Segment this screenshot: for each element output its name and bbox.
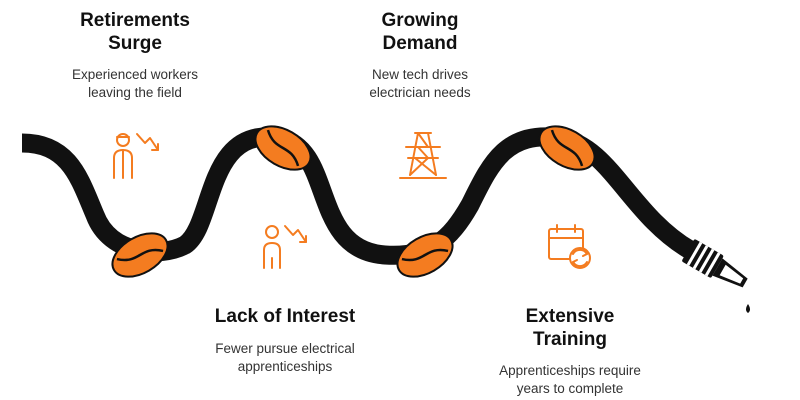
step-2-description-line-1: New tech drives bbox=[371, 67, 469, 82]
step-1-description: Experienced workers leaving the field bbox=[40, 66, 230, 102]
step-1-heading-line-2: Surge bbox=[108, 33, 162, 54]
step-1-heading-line-1: Retirements bbox=[80, 10, 190, 31]
calendar-cycle-icon bbox=[548, 224, 591, 269]
step-3-description: Fewer pursue electrical apprenticeships bbox=[185, 340, 385, 376]
step-3-description-line-1: Fewer pursue electrical bbox=[215, 341, 355, 356]
knot-2 bbox=[254, 125, 312, 171]
step-4-heading: Extensive Training bbox=[470, 305, 670, 351]
step-1-heading: Retirements Surge bbox=[40, 9, 230, 55]
step-2-heading: Growing Demand bbox=[325, 9, 515, 55]
step-2-description-line-2: electrician needs bbox=[369, 85, 471, 100]
knot-1 bbox=[111, 232, 169, 278]
step-2-heading-line-1: Growing bbox=[381, 10, 459, 31]
person-down-icon bbox=[263, 225, 307, 269]
step-4-description-line-2: years to complete bbox=[516, 381, 624, 396]
water-drop bbox=[746, 304, 750, 313]
worker-down-icon bbox=[113, 133, 159, 179]
step-2-description: New tech drives electrician needs bbox=[325, 66, 515, 102]
step-1-description-line-2: leaving the field bbox=[88, 85, 182, 100]
step-1-description-line-1: Experienced workers bbox=[71, 67, 199, 82]
step-3-heading-line-1: Lack of Interest bbox=[214, 306, 356, 327]
knot-4 bbox=[538, 125, 596, 171]
nozzle bbox=[682, 239, 748, 288]
step-3-description-line-2: apprenticeships bbox=[237, 359, 333, 374]
power-tower-icon bbox=[399, 132, 447, 179]
step-4-description: Apprenticeships require years to complet… bbox=[470, 362, 670, 398]
step-4-heading-line-1: Extensive bbox=[525, 306, 615, 327]
step-3-heading: Lack of Interest bbox=[185, 305, 385, 328]
knot-3 bbox=[396, 232, 454, 278]
step-4-description-line-1: Apprenticeships require bbox=[499, 363, 641, 378]
step-4-heading-line-2: Training bbox=[533, 329, 607, 350]
step-2-heading-line-2: Demand bbox=[382, 33, 458, 54]
